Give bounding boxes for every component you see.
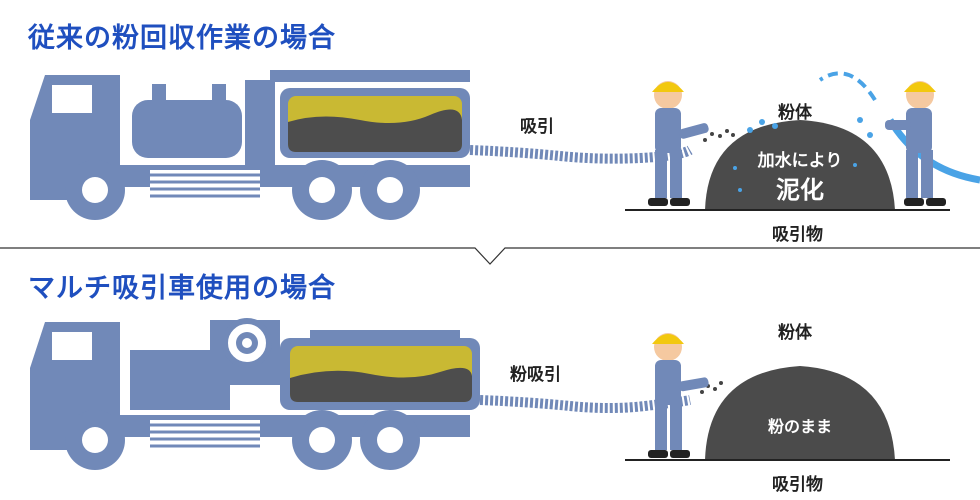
hard-hat-icon — [904, 82, 936, 92]
top-worker-right — [885, 81, 946, 206]
bottom-mound — [705, 366, 895, 460]
top-truck-pipe-top — [270, 70, 470, 82]
top-truck-wheels — [65, 160, 420, 220]
bottom-truck-wheels — [65, 410, 420, 470]
bottom-truck-cab-window — [52, 332, 92, 360]
top-truck-dome-left — [152, 84, 166, 104]
section-title-multi-suction: マルチ吸引車使用の場合 — [28, 273, 336, 304]
top-truck-cylinder — [132, 100, 242, 158]
top-hose-label: 吸引 — [520, 117, 554, 137]
top-tank-sludge — [288, 109, 462, 152]
bottom-powder-label: 粉体 — [778, 323, 812, 343]
top-vent-stripes — [150, 173, 260, 198]
top-hose — [469, 145, 693, 164]
top-mound-text-line1: 加水により — [757, 151, 843, 171]
top-mound — [705, 120, 895, 210]
bottom-ground-label: 吸引物 — [772, 475, 823, 495]
top-worker-left — [648, 81, 709, 206]
bottom-blower — [222, 318, 272, 368]
bottom-worker — [648, 333, 709, 458]
water-stream — [818, 71, 877, 102]
section-divider — [0, 247, 980, 265]
top-ground-label: 吸引物 — [772, 225, 823, 245]
bottom-mound-text: 粉のまま — [767, 417, 832, 436]
top-truck-dome-right — [212, 84, 226, 104]
suction-spray — [703, 129, 735, 142]
bottom-vent-stripes — [150, 423, 260, 448]
top-powder-label: 粉体 — [778, 103, 812, 123]
bottom-tank-sludge — [290, 367, 472, 402]
top-mound-text-line2: 泥化 — [776, 176, 824, 204]
top-truck-pipe — [245, 80, 275, 165]
hard-hat-icon — [652, 334, 684, 344]
hard-hat-icon — [652, 82, 684, 92]
bottom-hose-label: 粉吸引 — [510, 365, 561, 385]
water-splash — [733, 117, 873, 192]
section-title-conventional: 従来の粉回収作業の場合 — [28, 23, 336, 54]
bottom-truck-top-rail — [310, 330, 460, 340]
top-truck-cab-window — [52, 85, 92, 113]
